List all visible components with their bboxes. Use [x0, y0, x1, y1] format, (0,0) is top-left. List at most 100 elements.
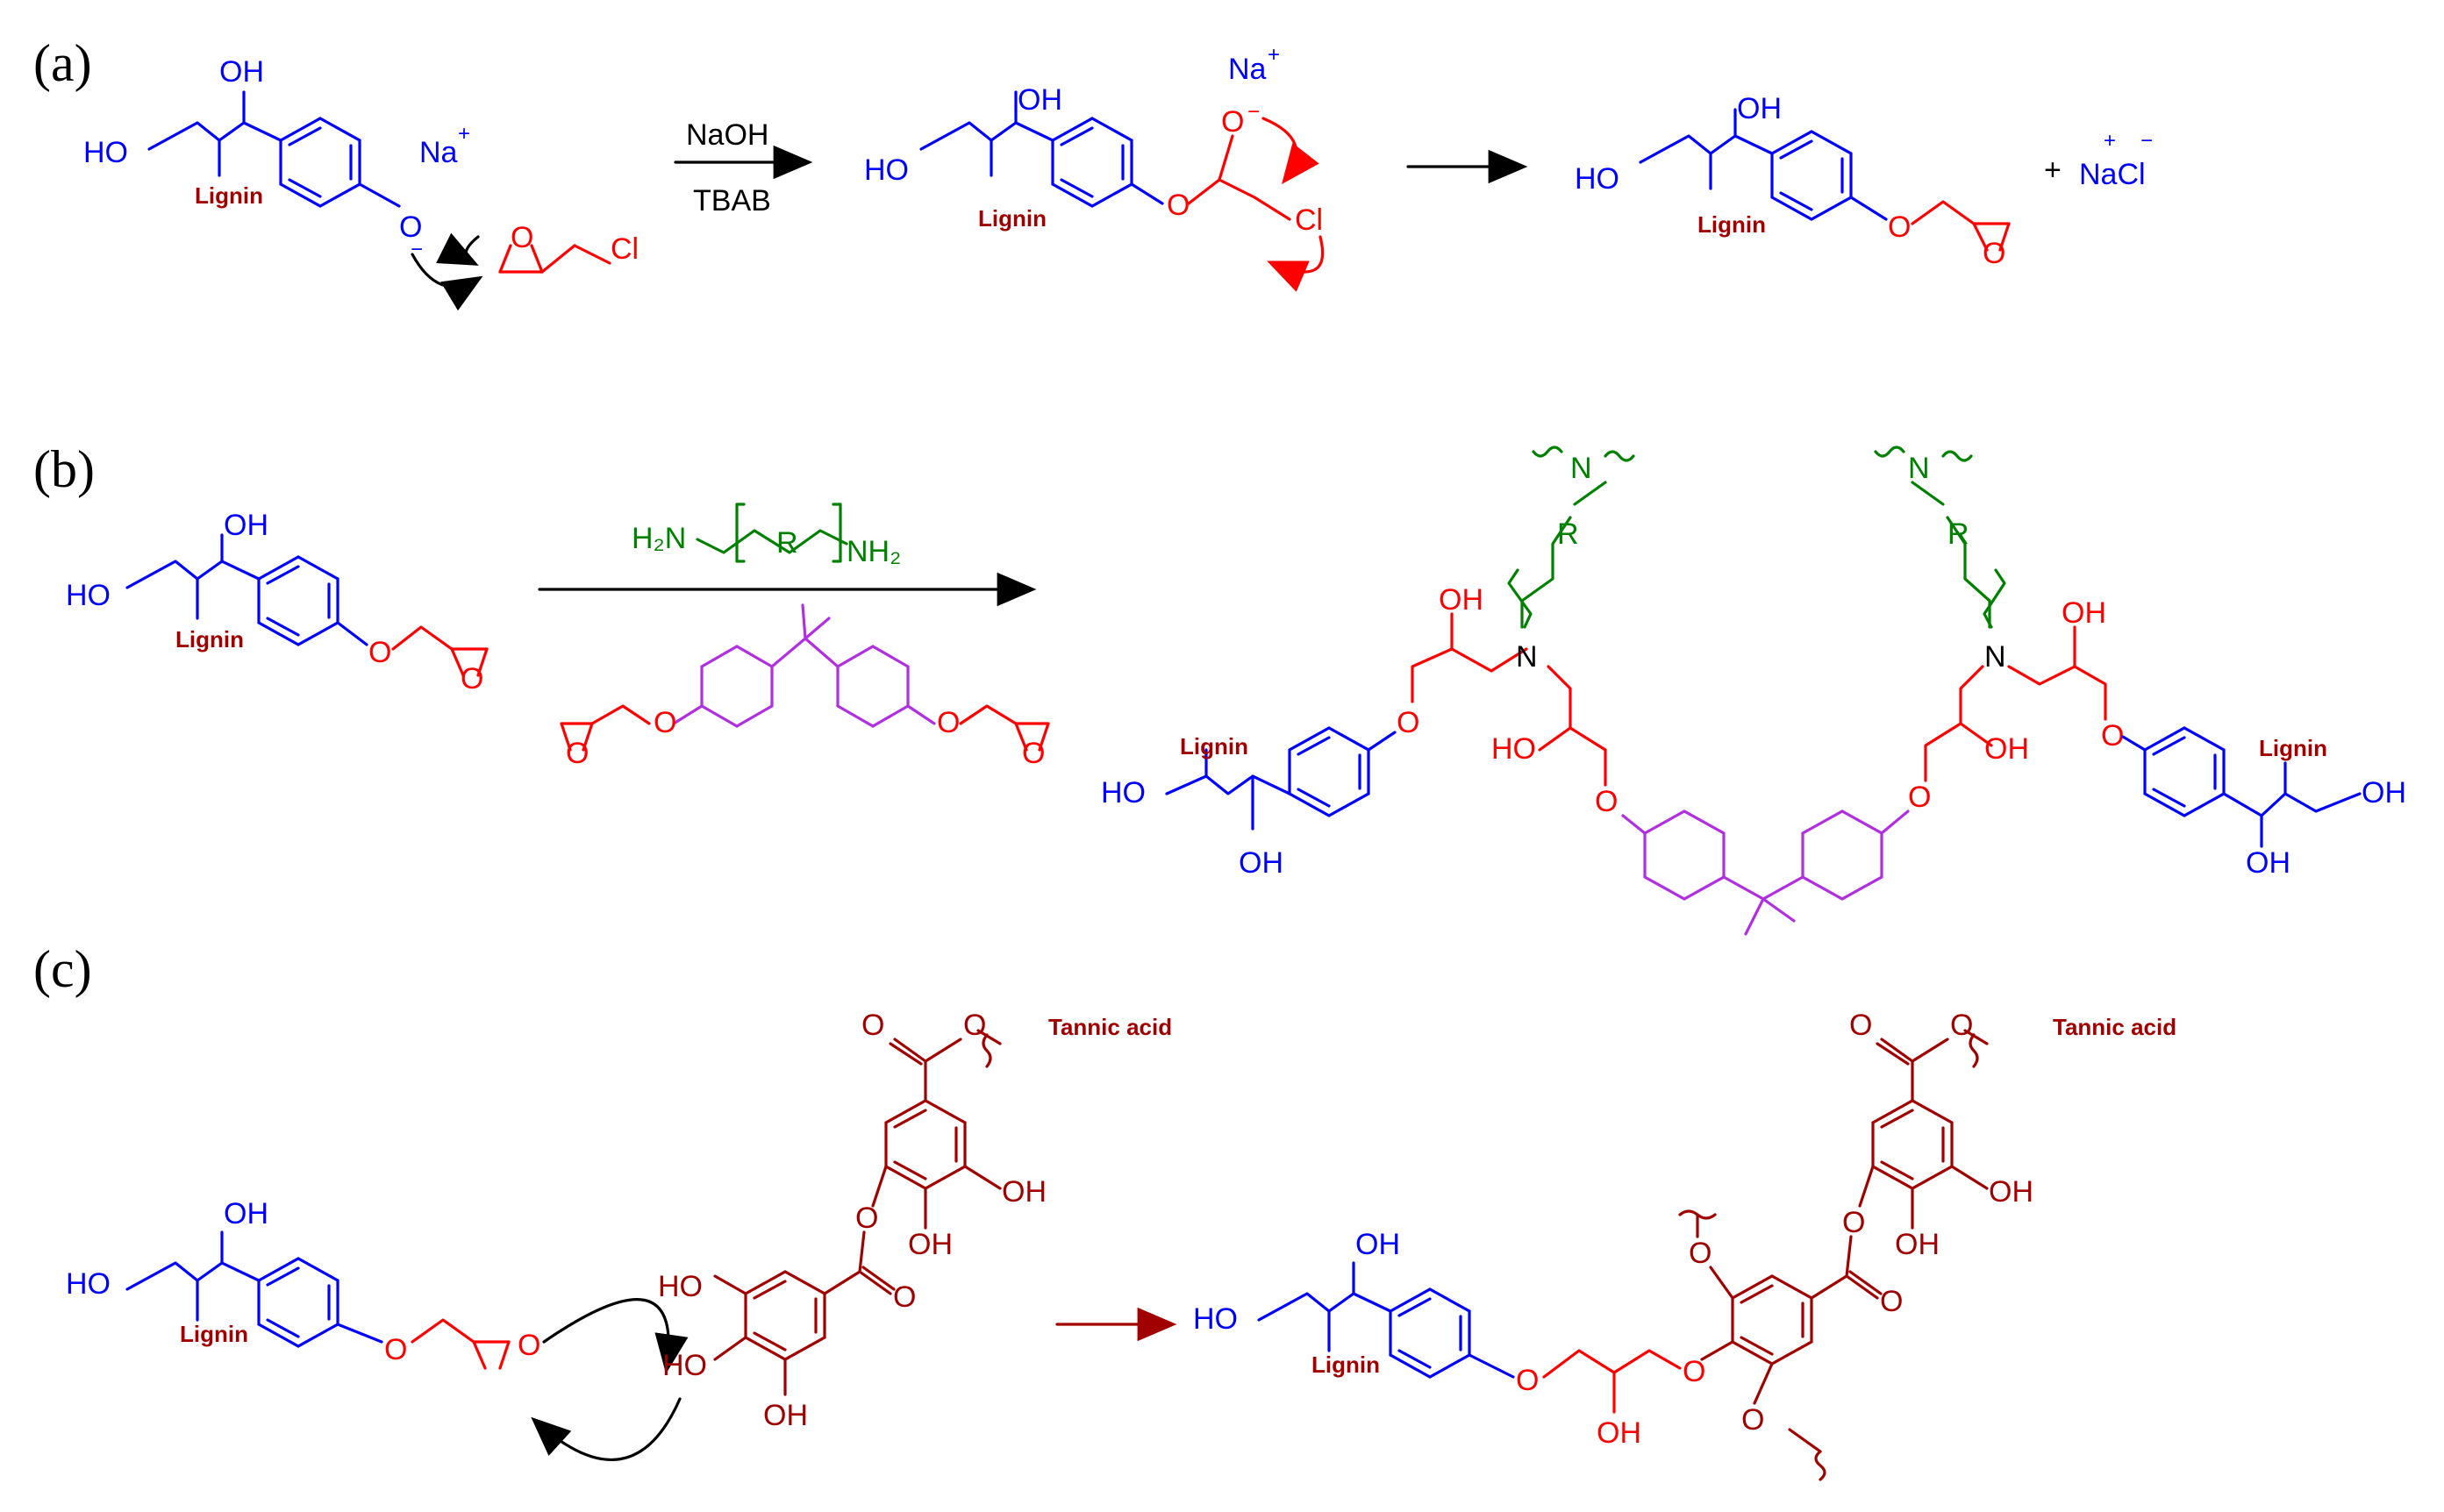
reagent-bisphenol-diglycidyl-ether: O O O O — [560, 603, 1050, 770]
atom-o-ether: O — [654, 706, 676, 739]
atom-o-carbonyl: O — [861, 1009, 884, 1042]
charge-plus: + — [1268, 43, 1280, 67]
lignin-tag: Lignin — [1697, 211, 1766, 238]
atom-ho: HO — [1193, 1302, 1238, 1336]
lignin-tannic-acid-product: OH HO Lignin O OH O O O O O — [1193, 1009, 2176, 1481]
atom-o-epoxide: O — [461, 662, 483, 695]
atom-ho: HO — [1491, 732, 1536, 766]
lignin-glycidyl-ether: OH HO Lignin O O — [1575, 92, 2011, 270]
atom-cl: Cl — [1295, 203, 1323, 237]
intermediate-alkoxide: OH HO Lignin O O − Na + Cl — [864, 43, 1325, 292]
atom-o-carbonyl: O — [1880, 1285, 1903, 1318]
atom-oh: OH — [1597, 1416, 1641, 1450]
atom-o-epoxide: O — [1983, 237, 2005, 270]
lignin-tag: Lignin — [175, 626, 244, 653]
atom-r: R — [776, 526, 798, 560]
atom-nh2: NH₂ — [847, 535, 901, 568]
atom-o-ether: O — [368, 636, 391, 669]
atom-na: Na — [1228, 53, 1267, 86]
atom-oh: OH — [1018, 83, 1062, 117]
lignin-phenolate: OH HO Lignin O − Na + — [83, 55, 470, 261]
atom-n: N — [1984, 640, 2006, 674]
reaction-arrow-a1: NaOH TBAB — [674, 118, 813, 218]
atom-o-epoxide: O — [566, 737, 589, 770]
atom-ho: HO — [1101, 776, 1146, 809]
atom-o-ester: O — [1950, 1009, 1973, 1042]
atom-ho: HO — [658, 1270, 703, 1303]
atom-oh: OH — [763, 1399, 808, 1432]
crosslinked-network-product: HO OH Lignin O OH N R N HO O — [1101, 446, 2406, 936]
atom-r: R — [1557, 517, 1579, 551]
atom-n: N — [1570, 452, 1592, 485]
atom-oh: OH — [2062, 596, 2106, 630]
atom-oh: OH — [1895, 1228, 1940, 1261]
charge-minus: − — [1247, 100, 1260, 124]
panel-label-c: (c) — [33, 940, 92, 998]
atom-o-ether: O — [1888, 210, 1911, 244]
atom-o-ester: O — [963, 1009, 986, 1042]
tannic-acid-tag: Tannic acid — [2053, 1014, 2176, 1040]
atom-ho: HO — [864, 153, 909, 187]
lignin-tag: Lignin — [180, 1321, 248, 1347]
atom-n: N — [1908, 452, 1930, 485]
panel-c: OH HO Lignin O O HO HO OH O O — [66, 1009, 2176, 1481]
atom-ho: HO — [662, 1349, 707, 1382]
reagent-tbab: TBAB — [693, 184, 771, 218]
charge-plus: + — [458, 122, 470, 146]
tannic-acid-tag: Tannic acid — [1048, 1014, 1172, 1040]
atom-o-carbonyl: O — [893, 1280, 916, 1314]
atom-cl: Cl — [611, 232, 639, 266]
atom-ho: HO — [83, 136, 128, 169]
plus-sign: + — [2044, 153, 2062, 187]
atom-oh: OH — [224, 1197, 268, 1230]
panel-label-b: (b) — [33, 440, 95, 498]
nacl: NaCl — [2079, 158, 2146, 191]
atom-ho: HO — [66, 579, 111, 612]
atom-oh: OH — [224, 509, 268, 542]
atom-o-epoxide: O — [511, 221, 533, 254]
atom-oh: OH — [1439, 583, 1483, 617]
atom-o-ether: O — [1741, 1403, 1764, 1437]
atom-r: R — [1947, 517, 1969, 551]
atom-o-epoxide: O — [518, 1329, 540, 1362]
atom-oh: OH — [1355, 1228, 1400, 1261]
atom-n: N — [1516, 640, 1538, 674]
atom-o-ester: O — [855, 1202, 878, 1235]
charge-minus: − — [411, 238, 423, 261]
atom-o-ether: O — [1689, 1237, 1712, 1270]
atom-oh: OH — [1239, 846, 1283, 880]
atom-oh: OH — [1989, 1175, 2033, 1209]
panel-b: OH HO Lignin O O H₂N R NH₂ — [66, 446, 2406, 936]
reagent-diamine: H₂N R NH₂ — [632, 503, 901, 568]
lignin-tag: Lignin — [195, 182, 263, 209]
atom-o-ether: O — [2101, 719, 2124, 752]
atom-o-phenolate: O — [399, 210, 422, 244]
atom-oh: OH — [2246, 846, 2290, 880]
lignin-tag: Lignin — [978, 205, 1047, 232]
reagent-naoh: NaOH — [686, 118, 768, 152]
atom-o-ether: O — [1167, 189, 1190, 222]
atom-o-carbonyl: O — [1849, 1009, 1872, 1042]
atom-oh: OH — [219, 55, 264, 89]
epichlorohydrin: O Cl — [411, 221, 639, 311]
panel-label-a: (a) — [33, 34, 92, 92]
lignin-glycidyl-ether-c: OH HO Lignin O O — [66, 1197, 689, 1462]
charge-plus: + — [2104, 129, 2116, 153]
atom-h2n: H₂N — [632, 522, 686, 555]
atom-o-epoxide: O — [1022, 737, 1045, 770]
atom-o-ether: O — [1595, 785, 1618, 818]
atom-o-ether: O — [384, 1333, 407, 1366]
panel-a: OH HO Lignin O − Na + O Cl NaOH TBAB — [83, 43, 2153, 311]
lignin-tag: Lignin — [1311, 1352, 1380, 1378]
atom-o-ether: O — [1908, 781, 1931, 814]
atom-oh: OH — [1737, 92, 1782, 125]
charge-minus: − — [2140, 129, 2153, 153]
atom-ho: HO — [66, 1267, 111, 1301]
atom-na: Na — [419, 136, 458, 169]
atom-oh: OH — [1002, 1175, 1047, 1209]
lignin-glycidyl-ether-b: OH HO Lignin O O — [66, 509, 489, 695]
atom-o-ether: O — [1516, 1364, 1539, 1397]
atom-o-ester: O — [1842, 1206, 1865, 1239]
atom-oh: OH — [2362, 776, 2406, 809]
